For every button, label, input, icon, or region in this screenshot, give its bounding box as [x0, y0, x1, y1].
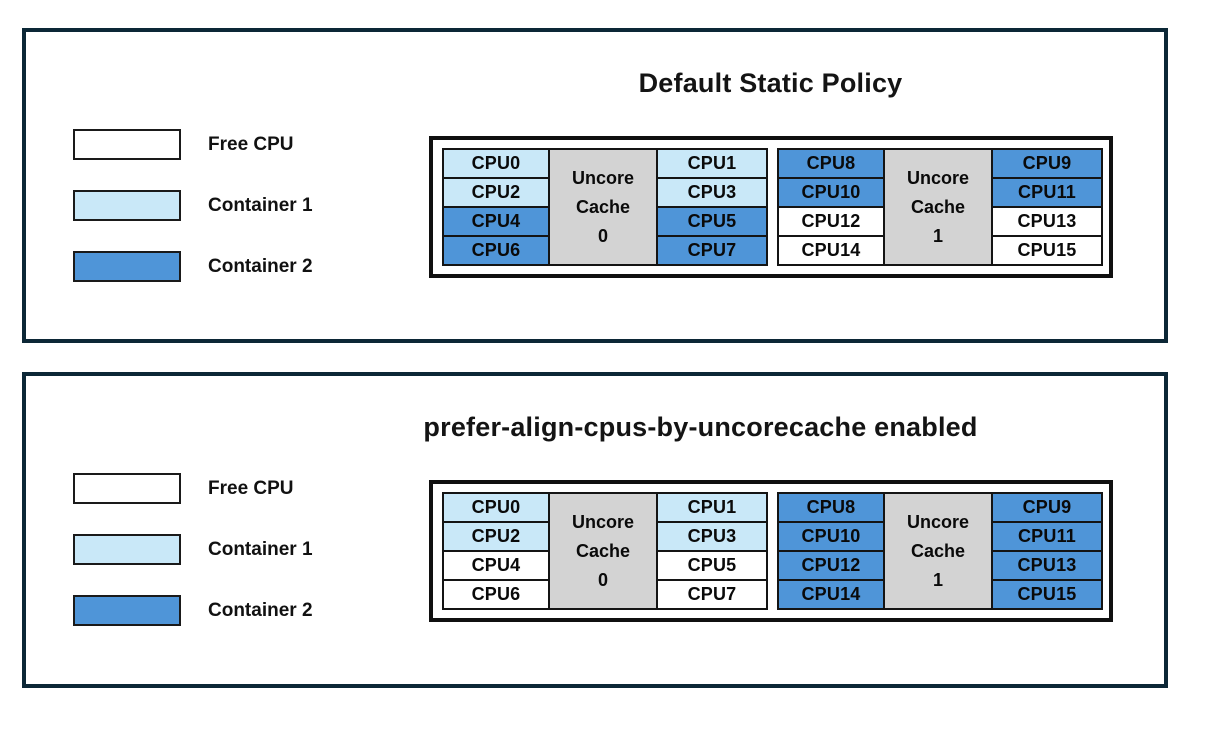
cpu-cell-cpu6: CPU6 — [444, 581, 548, 608]
cpu-cell-cpu3: CPU3 — [658, 523, 766, 550]
cpu-cell-cpu5: CPU5 — [658, 552, 766, 579]
legend-label: Container 1 — [208, 194, 313, 216]
cpu-cell-cpu10: CPU10 — [779, 523, 883, 550]
panel-title: prefer-align-cpus-by-uncorecache enabled — [423, 412, 978, 442]
uncore-cache-label-line: 0 — [597, 569, 608, 590]
policy-panel: prefer-align-cpus-by-uncorecache enabled… — [22, 372, 1168, 688]
cpu-cell-cpu7: CPU7 — [658, 237, 766, 264]
legend-swatch-container1 — [73, 534, 181, 565]
cpu-cell-cpu14: CPU14 — [779, 581, 883, 608]
uncore-cache-label-line: Uncore — [906, 511, 969, 532]
cpu-cell-cpu15: CPU15 — [993, 581, 1101, 608]
uncore-cache-label-line: Uncore — [571, 511, 634, 532]
cpu-cell-cpu5: CPU5 — [658, 208, 766, 235]
cpu-cell-cpu14: CPU14 — [779, 237, 883, 264]
legend-label: Container 2 — [208, 255, 313, 277]
legend-item: Container 1 — [73, 534, 313, 565]
cpu-cell-cpu0: CPU0 — [444, 494, 548, 521]
legend-label: Free CPU — [208, 477, 294, 499]
cpu-cell-cpu1: CPU1 — [658, 150, 766, 177]
uncore-cache-label-line: 1 — [932, 225, 943, 246]
legend-swatch-container1 — [73, 190, 181, 221]
cpu-cell-cpu12: CPU12 — [779, 208, 883, 235]
legend-label: Container 1 — [208, 538, 313, 560]
legend: Free CPU Container 1 Container 2 — [73, 129, 313, 282]
uncore-cache-label-line: Uncore — [906, 167, 969, 188]
cpu-cell-cpu4: CPU4 — [444, 552, 548, 579]
legend-swatch-container2 — [73, 251, 181, 282]
legend-swatch-free — [73, 129, 181, 160]
cpu-cell-cpu9: CPU9 — [993, 494, 1101, 521]
cpu-cell-cpu13: CPU13 — [993, 208, 1101, 235]
cpu-cell-cpu12: CPU12 — [779, 552, 883, 579]
uncore-cache-label-line: 1 — [932, 569, 943, 590]
legend-item: Free CPU — [73, 129, 313, 160]
cpu-cell-cpu2: CPU2 — [444, 179, 548, 206]
uncore-cache-label-line: Cache — [910, 540, 966, 561]
legend-label: Container 2 — [208, 599, 313, 621]
uncore-cache-label-line: Cache — [910, 196, 966, 217]
legend-swatch-container2 — [73, 595, 181, 626]
panel-title: Default Static Policy — [638, 68, 903, 98]
cpu-cell-cpu2: CPU2 — [444, 523, 548, 550]
cpu-cell-cpu15: CPU15 — [993, 237, 1101, 264]
cpu-cell-cpu3: CPU3 — [658, 179, 766, 206]
cpu-cell-cpu4: CPU4 — [444, 208, 548, 235]
cpu-cell-cpu11: CPU11 — [993, 179, 1101, 206]
legend-label: Free CPU — [208, 133, 294, 155]
cpu-cell-cpu7: CPU7 — [658, 581, 766, 608]
cpu-cell-cpu8: CPU8 — [779, 494, 883, 521]
legend-item: Container 2 — [73, 595, 313, 626]
cpu-cell-cpu6: CPU6 — [444, 237, 548, 264]
cpu-cell-cpu8: CPU8 — [779, 150, 883, 177]
legend-item: Free CPU — [73, 473, 313, 504]
cpu-cell-cpu1: CPU1 — [658, 494, 766, 521]
cpu-cell-cpu10: CPU10 — [779, 179, 883, 206]
cpu-cell-cpu0: CPU0 — [444, 150, 548, 177]
cpu-cell-cpu13: CPU13 — [993, 552, 1101, 579]
uncore-cache-label-line: Cache — [575, 196, 631, 217]
uncore-cache-label-line: Uncore — [571, 167, 634, 188]
legend-swatch-free — [73, 473, 181, 504]
legend-item: Container 1 — [73, 190, 313, 221]
legend: Free CPU Container 1 Container 2 — [73, 473, 313, 626]
cpu-cell-cpu11: CPU11 — [993, 523, 1101, 550]
uncore-cache-label-line: Cache — [575, 540, 631, 561]
cpu-cell-cpu9: CPU9 — [993, 150, 1101, 177]
uncore-cache-label-line: 0 — [597, 225, 608, 246]
legend-item: Container 2 — [73, 251, 313, 282]
